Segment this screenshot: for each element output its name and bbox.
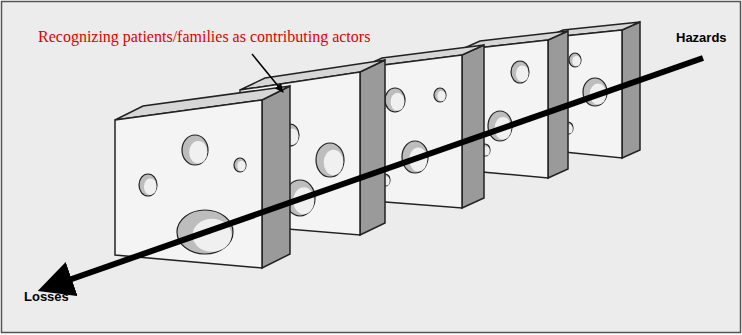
cheese-hole	[569, 53, 581, 67]
hole-inner	[237, 161, 245, 172]
hole-inner	[391, 93, 405, 111]
hazard-arrow	[66, 58, 703, 281]
leader-line	[252, 54, 283, 92]
slice-face	[115, 100, 262, 268]
hole-inner	[189, 141, 207, 164]
cheese-hole	[434, 88, 446, 102]
hole-inner	[516, 65, 529, 82]
hole-inner	[324, 150, 344, 176]
cheese-slice	[115, 86, 290, 268]
cheese-hole	[182, 135, 208, 165]
slice-side	[262, 86, 290, 268]
cheese-hole	[385, 88, 405, 112]
cheese-hole	[234, 158, 246, 172]
hazards-label: Hazards	[676, 30, 727, 45]
cheese-hole	[316, 143, 344, 177]
cheese-hole	[139, 174, 157, 196]
hole-inner	[572, 56, 580, 67]
cheese-hole	[511, 61, 529, 83]
hole-inner	[144, 178, 157, 195]
callout-note: Recognizing patients/families as contrib…	[38, 28, 370, 46]
slice-side	[462, 45, 484, 208]
slice-side	[622, 22, 640, 158]
slice-side	[360, 60, 385, 235]
hole-inner	[437, 91, 445, 102]
losses-label: Losses	[24, 289, 69, 304]
cheese-slices	[115, 22, 640, 268]
